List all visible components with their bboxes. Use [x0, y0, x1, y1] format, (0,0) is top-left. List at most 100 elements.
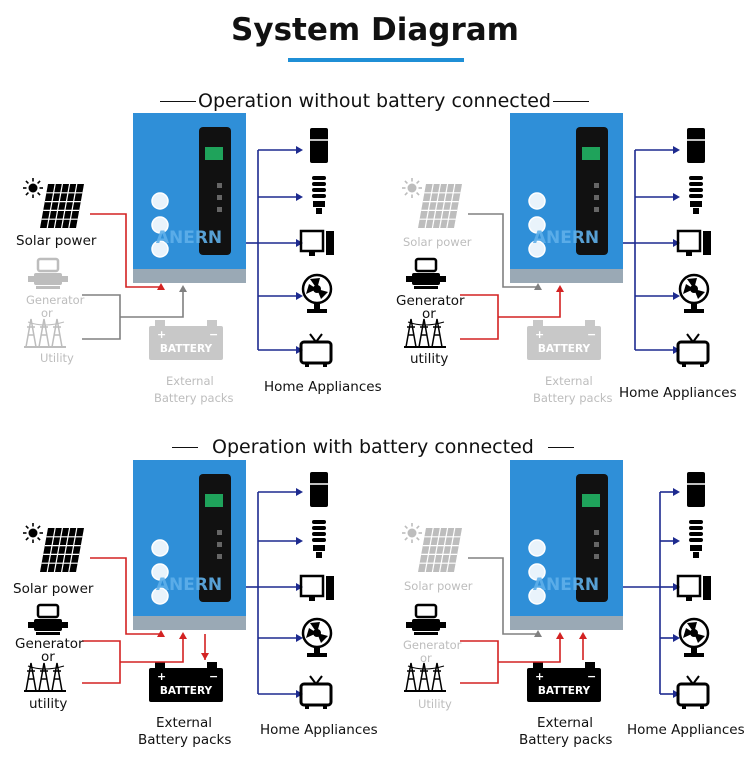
q1-computer-icon [299, 229, 334, 256]
svg-text:−: − [587, 670, 596, 683]
q1-home-appliances-label: Home Appliances [264, 379, 382, 395]
q4-battery-packs-label: Battery packs [519, 732, 613, 748]
battery-text: BATTERY [160, 685, 213, 697]
q4-home-appliances-label: Home Appliances [627, 722, 745, 738]
q2-cfl-bulb-icon [689, 176, 703, 214]
q4-battery-arrow [579, 632, 587, 639]
q3-sun-icon [23, 523, 43, 543]
q2-solar-label: Solar power [403, 235, 472, 249]
q2-battery-packs-label: Battery packs [533, 391, 613, 405]
q2-inverter: ANERN [510, 113, 623, 283]
q4-refrigerator-icon [687, 472, 705, 507]
brand-watermark: ANERN [533, 228, 599, 248]
svg-text:+: + [535, 670, 544, 683]
q3-generator-label: Generator [15, 636, 84, 652]
q1-cfl-bulb-icon [312, 176, 326, 214]
q1-utility-tower-icon [24, 318, 66, 348]
q4-utility-tower-icon [404, 662, 446, 692]
q2-battery-icon: +−BATTERY [527, 320, 601, 360]
q2-generator-label: Generator [396, 293, 465, 309]
q2-grid-arrow [556, 285, 564, 292]
q3-generator-icon [28, 603, 68, 635]
q4-grid-arrow [556, 632, 564, 639]
q1-output-arrow-1 [296, 146, 303, 154]
battery-text: BATTERY [538, 685, 591, 697]
svg-text:−: − [587, 328, 596, 341]
q3-computer-icon [299, 574, 334, 601]
q4-utility-label: Utility [418, 697, 452, 711]
q4-fan-icon [678, 617, 710, 657]
q3-solar-arrow [157, 630, 165, 637]
q3-battery-arrow [201, 653, 209, 660]
q4-output-arrow-4 [673, 634, 680, 642]
q1-utility-label: Utility [40, 351, 74, 365]
q1-grid-feed-line [120, 291, 184, 318]
q3-cfl-bulb-icon [312, 520, 326, 558]
q1-solar-panel-icon [40, 183, 84, 229]
svg-text:+: + [157, 328, 166, 341]
q3-inverter: ANERN [133, 460, 246, 630]
q1-generator-label: Generator [26, 293, 85, 307]
q3-output-arrow-3 [296, 583, 303, 591]
q2-utility-tower-icon [404, 318, 446, 348]
q4-sun-icon [402, 523, 422, 543]
q1-or-label: or [41, 306, 53, 320]
q2-sun-icon [402, 178, 422, 198]
q2-output-arrow-4 [673, 292, 680, 300]
q4-solar-arrow [534, 630, 542, 637]
q3-utility-label: utility [29, 696, 68, 712]
q2-grid-feed-line [498, 291, 561, 318]
q4-grid-line [460, 640, 499, 684]
q2-output-arrow-2 [673, 193, 680, 201]
q4-solar-label: Solar power [404, 579, 473, 593]
page-title: System Diagram [231, 12, 519, 48]
q3-solar-label: Solar power [13, 581, 94, 597]
brand-watermark: ANERN [533, 575, 599, 595]
q1-refrigerator-icon [310, 128, 328, 163]
section-without-text: Operation without battery connected [198, 90, 551, 112]
q3-grid-line [82, 640, 121, 684]
q2-home-appliances-label: Home Appliances [619, 385, 737, 401]
q1-solar-arrow [157, 283, 165, 290]
q4-output-arrow-2 [673, 537, 680, 545]
q2-external-label: External [545, 374, 593, 388]
q3-battery-packs-label: Battery packs [138, 732, 232, 748]
q4-solar-line [468, 557, 538, 635]
q3-external-label: External [156, 715, 213, 731]
q4-tv-icon [676, 675, 710, 709]
q1-output-arrow-2 [296, 193, 303, 201]
q3-battery-icon: +−BATTERY [149, 662, 223, 702]
q4-cfl-bulb-icon [689, 520, 703, 558]
q4-generator-icon [406, 603, 446, 635]
q2-grid-line [460, 294, 499, 340]
q4-external-label: External [537, 715, 594, 731]
q3-output-arrow-1 [296, 488, 303, 496]
q1-sun-icon [23, 178, 43, 198]
q3-output-arrow-2 [296, 537, 303, 545]
q4-output-arrow-3 [673, 583, 680, 591]
q3-tv-icon [299, 675, 333, 709]
q2-utility-label: utility [410, 351, 449, 367]
q3-solar-panel-icon [40, 527, 84, 573]
q1-battery-icon: +−BATTERY [149, 320, 223, 360]
q1-generator-icon [28, 257, 68, 289]
q2-or-label: or [422, 306, 436, 322]
q3-grid-arrow [179, 632, 187, 639]
q3-output-arrow-4 [296, 634, 303, 642]
q2-solar-line [468, 213, 538, 288]
q3-or-label: or [41, 649, 55, 665]
q3-refrigerator-icon [310, 472, 328, 507]
brand-watermark: ANERN [156, 575, 222, 595]
q1-solar-label: Solar power [16, 233, 97, 249]
q4-output-arrow-1 [673, 488, 680, 496]
q2-solar-panel-icon [418, 183, 462, 229]
q1-fan-icon [301, 273, 333, 313]
battery-text: BATTERY [160, 343, 213, 355]
q3-solar-line [90, 557, 161, 635]
section-heading-with-battery: Operation with battery connected [172, 436, 574, 458]
q1-tv-icon [299, 333, 333, 367]
title-underline [288, 58, 464, 62]
q3-fan-icon [301, 617, 333, 657]
